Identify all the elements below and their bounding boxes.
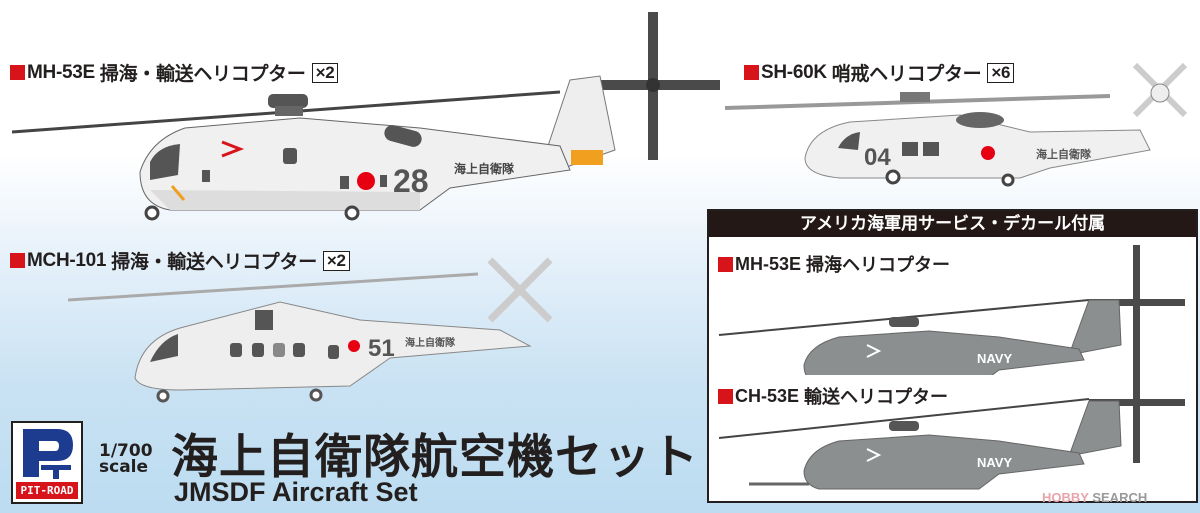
navy-ch53e-label: CH-53E 輸送ヘリコプター [718, 383, 948, 409]
sh60k-desc: 哨戒ヘリコプター [831, 64, 982, 85]
red-square-icon [10, 65, 25, 80]
title-japanese: 海上自衛隊航空機セット [171, 430, 699, 485]
mch101-qty-badge: ×2 [322, 250, 350, 271]
red-square-icon [718, 388, 733, 404]
mch101-label: MCH-101 掃海・輸送ヘリコプター ×2 [10, 247, 350, 274]
mch101-code: MCH-101 [27, 249, 107, 271]
red-square-icon [718, 256, 733, 272]
navy-mh53e-desc: 掃海ヘリコプター [806, 255, 951, 275]
sh60k-code: SH-60K [761, 61, 827, 83]
title-english: JMSDF Aircraft Set [174, 477, 418, 507]
navy-mh53e-illustration: NAVY [718, 245, 1185, 375]
hobby-search-watermark: HOBBY SEARCH [1042, 490, 1147, 505]
mch101-illustration: 51 海上自衛隊 [67, 257, 553, 403]
scale-ratio: 1/700 [99, 441, 153, 461]
navy-ch53e-desc: 輸送ヘリコプター [804, 387, 949, 407]
sh60k-qty-badge: ×6 [987, 62, 1015, 83]
red-square-icon [744, 65, 759, 80]
mh53e-desc: 掃海・輸送ヘリコプター [99, 64, 306, 85]
pit-road-logo: PIT-ROAD [11, 421, 83, 504]
mch101-number: 51 [368, 335, 395, 362]
us-navy-decal-box: アメリカ海軍用サービス・デカール付属 MH-53E 掃海ヘリコプター NAVY … [707, 209, 1198, 503]
navy-ch53e-code: CH-53E [735, 385, 800, 406]
mh53e-number: 28 [393, 163, 429, 199]
mh53e-label: MH-53E 掃海・輸送ヘリコプター ×2 [10, 59, 339, 86]
mh53e-qty-badge: ×2 [311, 62, 339, 83]
mh53e-code: MH-53E [27, 61, 95, 83]
scale-word: scale [99, 457, 149, 477]
navy-marking: NAVY [977, 351, 1012, 366]
logo-text: PIT-ROAD [16, 482, 78, 499]
mch101-marking: 海上自衛隊 [405, 336, 456, 349]
red-square-icon [10, 253, 25, 268]
watermark-hobby: HOBBY [1042, 490, 1089, 505]
mh53e-marking: 海上自衛隊 [454, 161, 515, 176]
navy-mh53e-code: MH-53E [735, 253, 802, 274]
navy-mh53e-label: MH-53E 掃海ヘリコプター [718, 251, 950, 277]
scale-label: 1/700 scale [99, 441, 153, 477]
mh53e-illustration: 28 海上自衛隊 [11, 12, 720, 221]
sh60k-number: 04 [864, 144, 891, 171]
pit-road-mark-icon [23, 429, 73, 479]
navy-ch53e-illustration: NAVY [718, 363, 1185, 490]
navy-box-header: アメリカ海軍用サービス・デカール付属 [709, 211, 1196, 237]
navy-marking: NAVY [977, 455, 1012, 470]
mch101-desc: 掃海・輸送ヘリコプター [111, 252, 317, 273]
sh60k-illustration: 04 海上自衛隊 [724, 62, 1188, 187]
sh60k-label: SH-60K 哨戒ヘリコプター ×6 [744, 59, 1015, 86]
sh60k-marking: 海上自衛隊 [1036, 147, 1092, 161]
watermark-search: SEARCH [1092, 490, 1148, 505]
